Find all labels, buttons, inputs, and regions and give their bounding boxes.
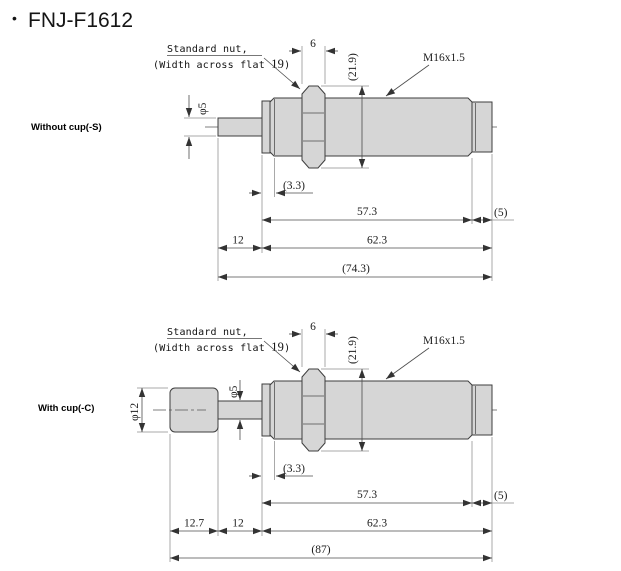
dim-overall-length-with-cup: (87) xyxy=(311,544,330,556)
dim-rod-diameter: φ5 xyxy=(228,385,240,398)
drawing-with-cup: With cup(-C) φ12 φ5 12.7 (87) xyxy=(38,321,514,562)
dim-cup-diameter: φ12 xyxy=(129,403,141,421)
dim-cup-length: 12.7 xyxy=(184,518,204,530)
variant-label-without-cup: Without cup(-S) xyxy=(31,122,102,133)
drawing-without-cup: Without cup(-S) φ5 (74.3) xyxy=(31,38,514,281)
dim-overall-length-without-cup: (74.3) xyxy=(342,263,370,275)
title-bullet: • xyxy=(12,10,17,26)
dim-rod-diameter: φ5 xyxy=(197,102,209,115)
shock-absorber-unit-instance xyxy=(153,38,514,253)
variant-label-with-cup: With cup(-C) xyxy=(38,403,94,414)
page-title: FNJ-F1612 xyxy=(28,9,133,32)
